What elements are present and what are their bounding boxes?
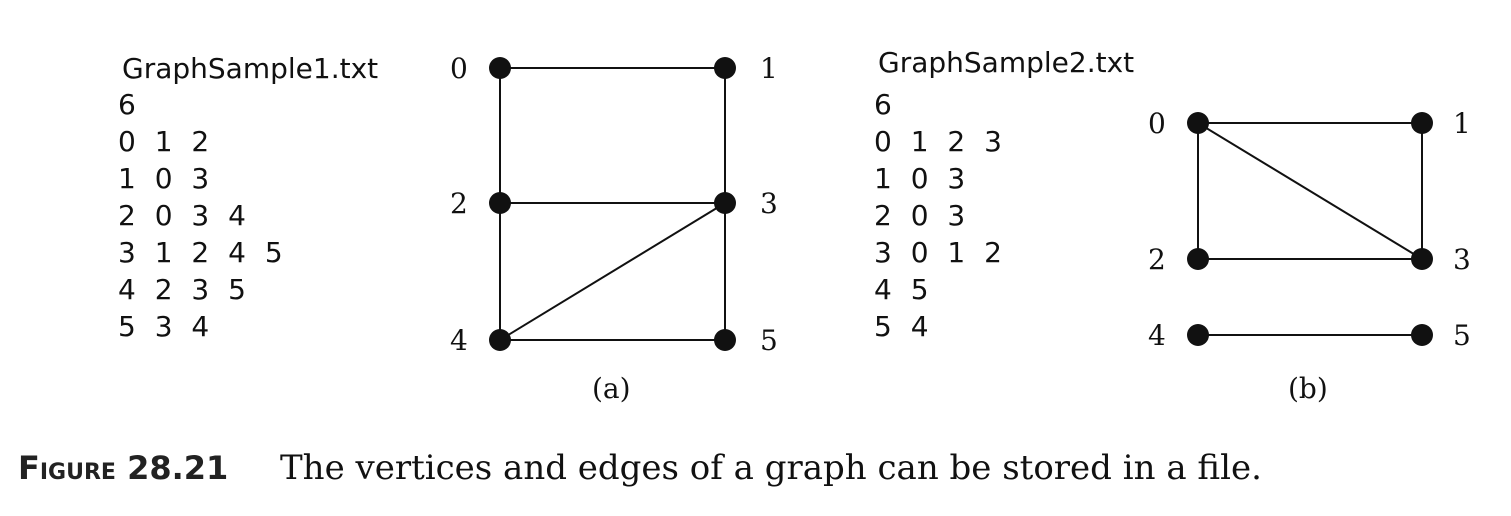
file-line: 0 1 2 [118,125,210,158]
vertex-label: 3 [760,187,778,220]
vertex-label: 2 [1148,243,1166,276]
vertex-label: 4 [450,324,468,357]
vertex-0 [1187,112,1209,134]
vertex-3 [1411,248,1433,270]
graph-b: 0 1 2 3 4 5 [1148,107,1471,352]
file-line: 4 2 3 5 [118,273,246,306]
file-line: 6 [874,88,892,121]
file-line: 3 1 2 4 5 [118,236,283,269]
file-line: 3 0 1 2 [874,236,1002,269]
figure-caption: Figure 28.21 The vertices and edges of a … [18,448,1262,488]
sample2-filename: GraphSample2.txt [878,46,1135,79]
vertex-label: 5 [1453,319,1471,352]
sample1-file-content: 6 0 1 2 1 0 3 2 0 3 4 3 1 2 4 5 4 2 3 5 … [118,86,283,345]
vertex-1 [1411,112,1433,134]
vertex-2 [1187,248,1209,270]
file-line: 5 3 4 [118,310,210,343]
vertex-4 [489,329,511,351]
sample1-filename: GraphSample1.txt [122,52,379,85]
file-line: 4 5 [874,273,929,306]
vertex-label: 1 [1453,107,1471,140]
vertex-2 [489,192,511,214]
vertex-label: 5 [760,324,778,357]
vertex-label: 2 [450,187,468,220]
graph-b-label: (b) [1288,372,1328,405]
graph-a-label: (a) [592,372,631,405]
file-line: 0 1 2 3 [874,125,1002,158]
figure-number: Figure 28.21 [18,449,229,487]
graph-a: 0 1 2 3 4 5 [450,52,778,357]
vertex-4 [1187,324,1209,346]
file-line: 1 0 3 [118,162,210,195]
vertex-5 [714,329,736,351]
file-line: 6 [118,88,136,121]
edge-0-3 [1197,122,1423,260]
vertex-label: 0 [1148,107,1166,140]
vertex-label: 4 [1148,319,1166,352]
vertex-0 [489,57,511,79]
figure-caption-text: The vertices and edges of a graph can be… [280,448,1262,488]
file-line: 2 0 3 4 [118,199,246,232]
vertex-5 [1411,324,1433,346]
vertex-label: 3 [1453,243,1471,276]
vertex-1 [714,57,736,79]
vertex-3 [714,192,736,214]
vertex-label: 0 [450,52,468,85]
file-line: 1 0 3 [874,162,966,195]
sample2-file-content: 6 0 1 2 3 1 0 3 2 0 3 3 0 1 2 4 5 5 4 [874,86,1002,345]
vertex-label: 1 [760,52,778,85]
file-line: 5 4 [874,310,929,343]
file-line: 2 0 3 [874,199,966,232]
edge-3-4 [499,202,726,341]
